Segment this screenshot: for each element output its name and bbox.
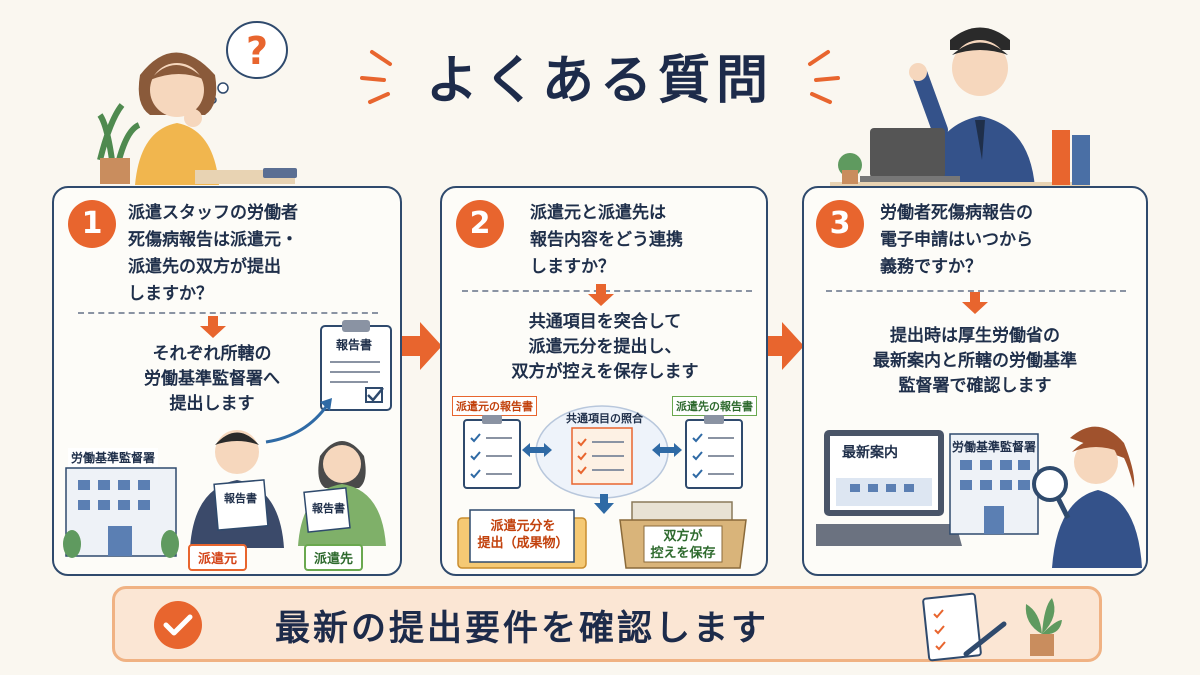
card-1-number: 1: [68, 200, 116, 248]
labor-office-building-icon-2: [949, 433, 1039, 535]
client-report-label: 派遣先の報告書: [672, 396, 757, 416]
laptop-icon: [816, 430, 962, 546]
page-title: よくある質問: [425, 51, 774, 111]
client-checklist-icon: [685, 415, 743, 489]
card-1-answer: それぞれ所轄の 労働基準監督署へ 提出します: [144, 344, 280, 414]
card-2-answer: 共通項目を突合して 派遣元分を提出し、 双方が控えを保存します: [511, 312, 699, 382]
woman-report-label: 報告書: [312, 502, 345, 515]
businessman-illustration: [830, 27, 1090, 190]
title-sparks: [360, 50, 840, 104]
thinking-woman-illustration: ?: [97, 21, 297, 185]
potted-plant-icon: [1025, 598, 1062, 656]
card-1-question: 派遣スタッフの労働者 死傷病報告は派遣元・ 派遣先の双方が提出 しますか？: [128, 203, 298, 304]
card-3-answer: 提出時は厚生労働省の 最新案内と所轄の労働基準 監督署で確認します: [873, 326, 1077, 396]
bottom-banner-text: 最新の提出要件を確認します: [275, 609, 770, 649]
card-1-down-arrow-icon: [200, 316, 226, 338]
svg-text:?: ?: [246, 29, 268, 73]
labor-office-building-icon: [63, 467, 179, 558]
submit-curve-arrow-icon: [265, 398, 332, 444]
client-woman-illustration: [298, 441, 386, 546]
dispatcher-report-label: 派遣元の報告書: [452, 396, 537, 416]
office-label-card3: 労働基準監督署: [952, 440, 1037, 454]
card-2-number: 2: [456, 200, 504, 248]
card-3-number: 3: [816, 200, 864, 248]
double-arrow-left-icon: [522, 443, 552, 457]
report-clipboard-icon: [320, 320, 392, 411]
flow-arrow-2-icon: [764, 322, 804, 370]
dispatcher-tag: 派遣元: [188, 544, 248, 571]
magnifier-woman-illustration: [1032, 426, 1142, 568]
card-1-divider: [78, 312, 378, 314]
laptop-label: 最新案内: [842, 445, 898, 461]
storage-box-icon: [619, 501, 747, 569]
common-check-label: 共通項目の照合: [566, 412, 643, 425]
man-report-label: 報告書: [224, 492, 257, 505]
card-2-question: 派遣元と派遣先は 報告内容をどう連携 しますか？: [530, 203, 683, 277]
submit-box-label: 派遣元分を 提出（成果物）: [477, 519, 569, 551]
submit-folder-icon: [457, 509, 587, 569]
card-2-divider: [462, 290, 752, 292]
check-circle-icon: [154, 601, 202, 649]
checklist-pen-icon: [922, 592, 1007, 662]
card-3-down-arrow-icon: [962, 292, 988, 314]
card-2-small-down-arrow-icon: [594, 494, 614, 514]
card-3-question: 労働者死傷病報告の 電子申請はいつから 義務ですか？: [880, 203, 1033, 277]
client-tag: 派遣先: [304, 544, 364, 571]
keep-box-label: 双方が 控えを保存: [650, 529, 716, 561]
flow-arrow-1-icon: [402, 322, 442, 370]
double-arrow-right-icon: [652, 443, 682, 457]
card-3-divider: [826, 290, 1126, 292]
dispatcher-man-illustration: [190, 430, 284, 548]
office-label-card1: 労働基準監督署: [68, 448, 159, 467]
common-check-circle-icon: [535, 405, 669, 499]
card-2-down-arrow-icon: [588, 284, 614, 306]
dispatcher-checklist-icon: [463, 415, 521, 489]
report-clipboard-label: 報告書: [336, 338, 373, 352]
